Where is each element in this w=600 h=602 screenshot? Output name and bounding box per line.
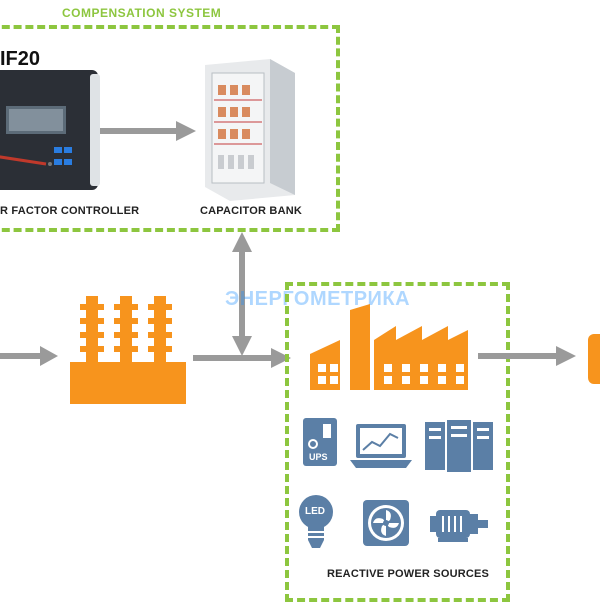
watermark-text: ЭНЕРГОМЕТРИКА: [225, 288, 411, 310]
compensation-system-box: [0, 25, 340, 232]
arrow-to-reactive-box: [193, 348, 291, 368]
transformer-icon: [70, 296, 186, 404]
motor-icon: [430, 510, 488, 542]
led-icon-text: LED: [305, 506, 325, 517]
controller-label: R FACTOR CONTROLLER: [0, 205, 140, 217]
capacitor-bank-label: CAPACITOR BANK: [200, 205, 303, 217]
reactive-power-title: REACTIVE POWER SOURCES: [327, 568, 490, 580]
ups-icon: [303, 418, 337, 466]
server-rack-icon: [425, 420, 493, 472]
right-consumer-icon: [588, 334, 600, 384]
fan-icon: [363, 500, 409, 546]
laptop-icon: [350, 424, 412, 468]
ups-icon-text: UPS: [309, 452, 328, 462]
factory-icon: [310, 304, 468, 390]
arrow-vertical-bidirectional: [232, 232, 252, 356]
arrow-incoming: [0, 346, 58, 366]
power-factor-controller: IF20: [0, 48, 100, 195]
arrow-outgoing: [478, 346, 576, 366]
compensation-system-title: COMPENSATION SYSTEM: [58, 6, 226, 20]
capacitor-bank-icon: [205, 59, 295, 201]
led-bulb-icon: [299, 495, 333, 548]
arrow-controller-to-capacitor: [100, 121, 196, 141]
controller-model-title: IF20: [0, 48, 41, 70]
controller-device-icon: [0, 70, 100, 190]
